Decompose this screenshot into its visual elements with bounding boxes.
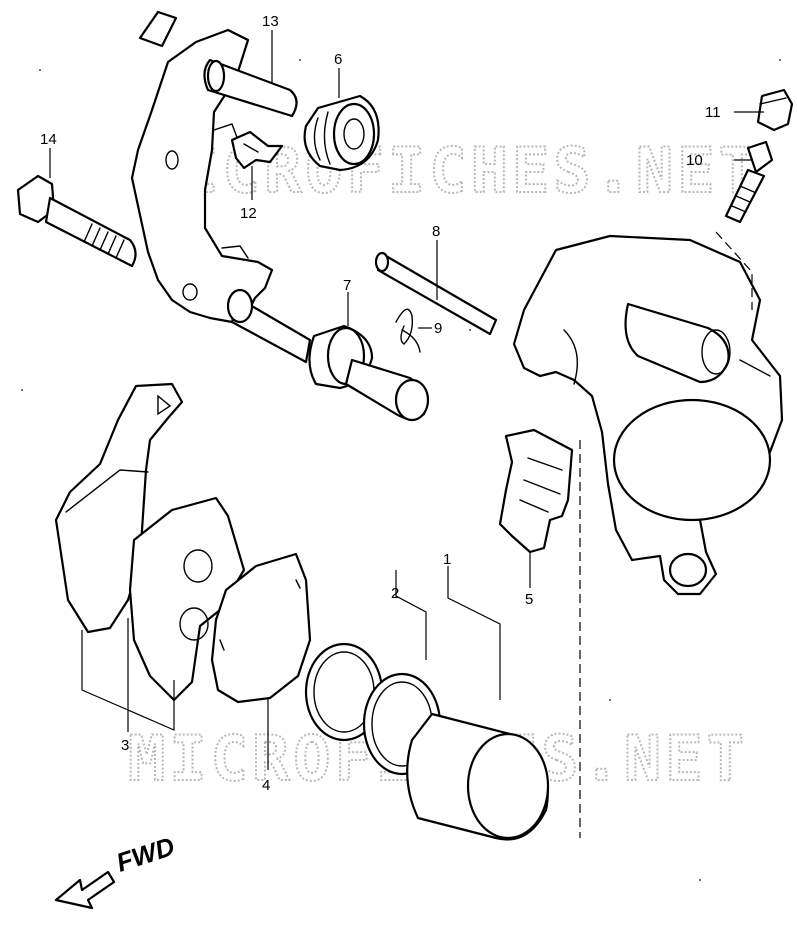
callout-labels: 13 6 14 12 8 7 9 11 10 5 1 2 3 4 bbox=[40, 13, 721, 794]
callout-7: 7 bbox=[343, 277, 351, 294]
callout-4: 4 bbox=[262, 777, 270, 794]
clip-9 bbox=[395, 308, 421, 353]
brake-pads-4 bbox=[128, 496, 312, 704]
forward-label: FWD bbox=[113, 831, 179, 878]
clip-12 bbox=[230, 130, 284, 170]
pin-13 bbox=[138, 10, 298, 118]
callout-6: 6 bbox=[334, 51, 342, 68]
callout-11: 11 bbox=[705, 104, 721, 121]
callout-1: 1 bbox=[443, 551, 451, 568]
pad-shim-3 bbox=[54, 382, 184, 634]
forward-arrow-icon bbox=[54, 870, 116, 910]
pad-spring-5 bbox=[498, 428, 574, 554]
callout-2: 2 bbox=[391, 585, 399, 602]
bolt-14 bbox=[16, 174, 137, 268]
callout-14: 14 bbox=[40, 131, 57, 148]
callout-8: 8 bbox=[432, 223, 440, 240]
callout-5: 5 bbox=[525, 591, 533, 608]
bleeder-10 bbox=[724, 140, 774, 224]
piston-1 bbox=[406, 712, 550, 841]
forward-direction-indicator: FWD bbox=[54, 831, 179, 910]
callout-9: 9 bbox=[434, 320, 442, 337]
callout-3: 3 bbox=[121, 737, 129, 754]
boot-6 bbox=[303, 94, 380, 172]
callout-12: 12 bbox=[240, 205, 257, 222]
callout-13: 13 bbox=[262, 13, 279, 30]
cap-11 bbox=[756, 88, 794, 132]
callout-10: 10 bbox=[686, 152, 703, 169]
leader-lines bbox=[49, 30, 764, 838]
caliper-body bbox=[512, 234, 784, 596]
slide-pin-7 bbox=[226, 288, 430, 422]
